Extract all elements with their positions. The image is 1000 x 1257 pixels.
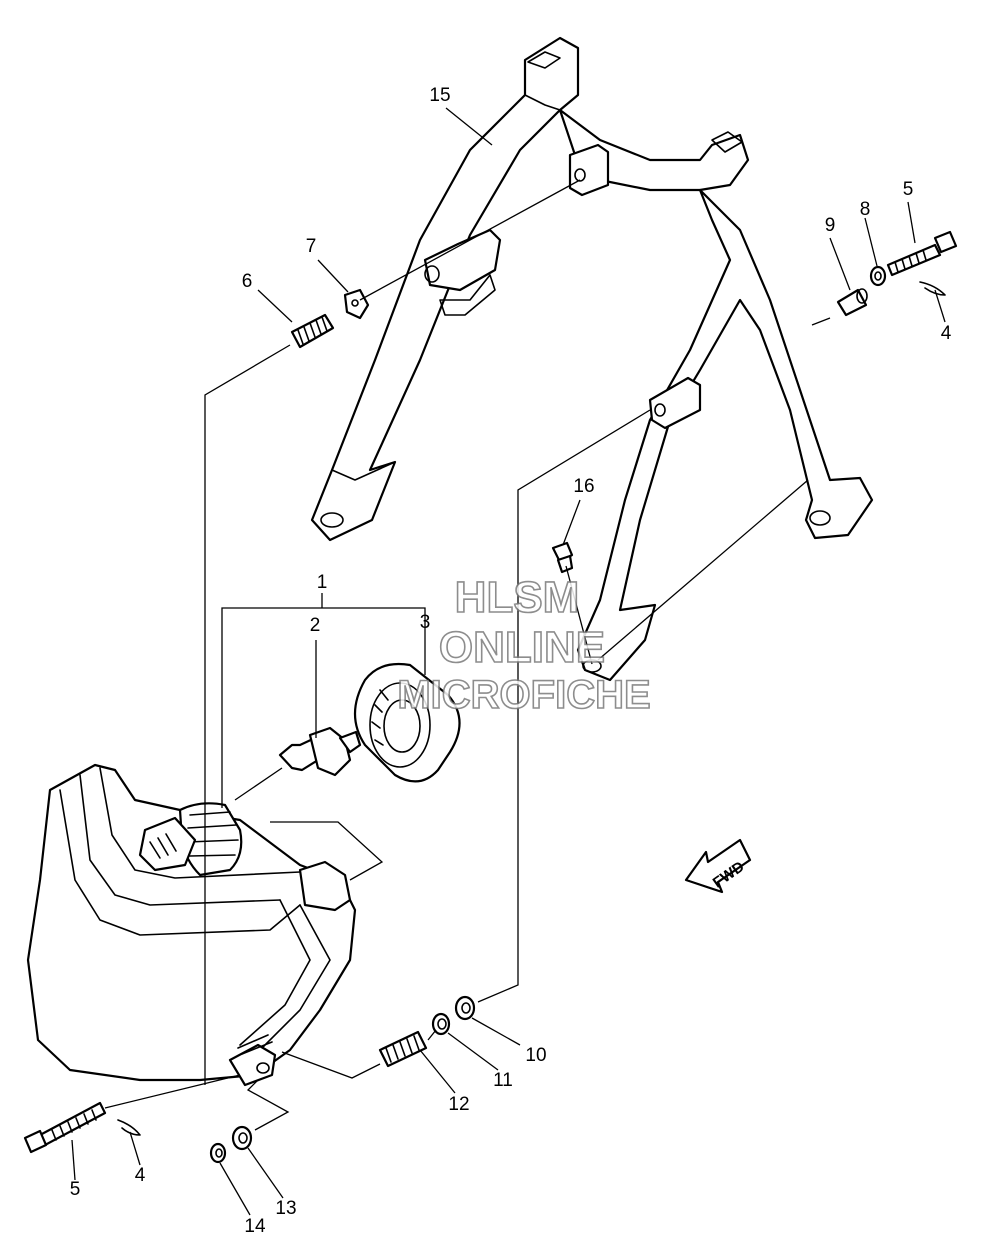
- nut-13: [231, 1125, 253, 1151]
- callout-11: 11: [493, 1070, 513, 1091]
- headlight-bulb: [278, 726, 362, 777]
- spring-lower: [378, 1030, 428, 1068]
- watermark-line-2: ONLINE: [439, 623, 605, 672]
- callout-8: 8: [860, 199, 871, 220]
- callout-9: 9: [825, 215, 836, 236]
- rivet: [551, 541, 574, 574]
- callout-3: 3: [420, 612, 431, 633]
- cotter-pin-lower: [117, 1119, 141, 1136]
- clip-nut: [343, 288, 370, 320]
- callout-4-upper: 4: [941, 323, 952, 344]
- watermark: HLSM ONLINE MICROFICHE: [397, 572, 652, 718]
- fwd-direction-arrow: FWD: [684, 838, 752, 894]
- callout-5-upper: 5: [903, 179, 914, 200]
- callout-5-lower: 5: [70, 1179, 81, 1200]
- leader-lines: [71, 107, 946, 1216]
- callout-16: 16: [573, 476, 594, 497]
- headlight-socket-cover: [354, 662, 461, 783]
- headlight-stay-bracket: [310, 36, 874, 682]
- callout-2: 2: [310, 615, 321, 636]
- callout-7: 7: [306, 236, 317, 257]
- bolt-upper: [886, 230, 958, 277]
- callout-12: 12: [448, 1094, 469, 1115]
- nut-14: [209, 1142, 227, 1164]
- callout-4-lower: 4: [135, 1165, 146, 1186]
- nut-11: [431, 1012, 451, 1036]
- callout-13: 13: [275, 1198, 296, 1219]
- bolt-lower: [23, 1101, 107, 1154]
- collar: [836, 288, 868, 317]
- callout-10: 10: [525, 1045, 546, 1066]
- cotter-pin-upper: [919, 281, 946, 296]
- spring-upper: [290, 313, 335, 349]
- nut-10: [454, 995, 476, 1021]
- callout-6: 6: [242, 271, 253, 292]
- callout-15: 15: [429, 85, 450, 106]
- watermark-line-1: HLSM: [455, 573, 580, 622]
- callout-14: 14: [244, 1216, 266, 1237]
- headlight-unit: [26, 763, 357, 1087]
- callout-numbers: 1 2 3 4 4 5 5 6 7 8 9 10 11 12 13 14 15 …: [70, 85, 952, 1237]
- callout-1: 1: [317, 572, 328, 593]
- watermark-line-3: MICROFICHE: [397, 673, 650, 717]
- washer: [869, 265, 887, 287]
